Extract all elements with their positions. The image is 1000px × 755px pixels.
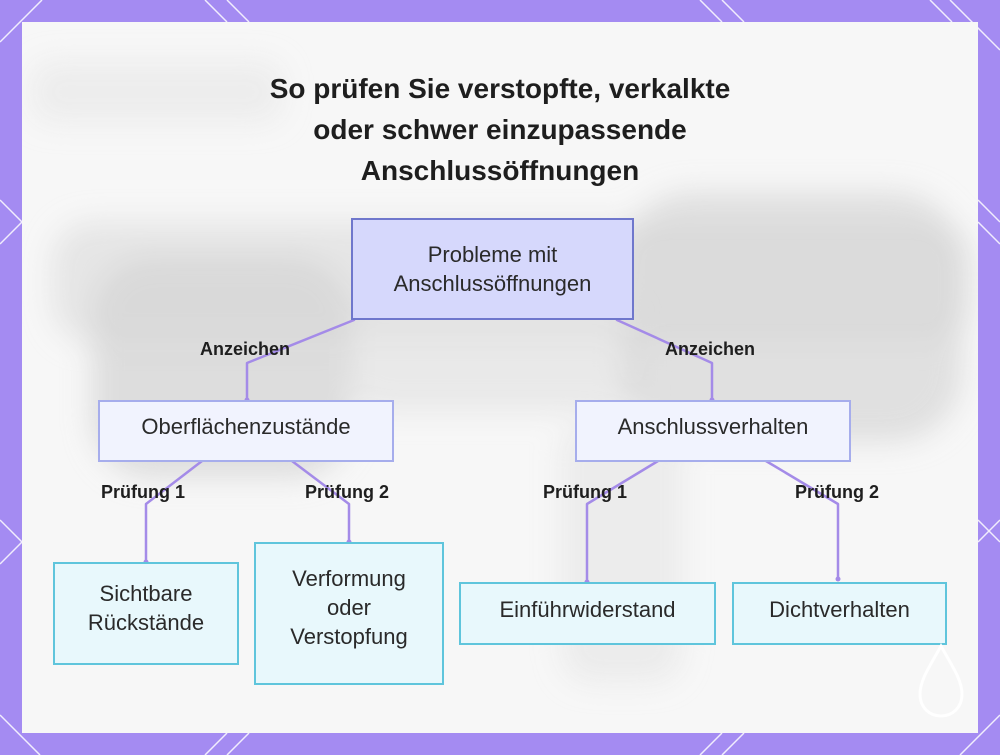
node-deformation-blockage-line-1: Verformung [292,566,406,591]
node-sealing-behavior: Dichtverhalten [732,582,947,645]
node-deformation-blockage: Verformung oder Verstopfung [254,542,444,685]
node-connection-behavior-label: Anschlussverhalten [617,414,809,439]
edge-right-leaf4 [764,459,840,581]
edge-label-left-leaf1: Prüfung 1 [101,482,185,502]
node-root-line-1: Probleme mit [427,242,558,267]
node-surface-conditions: Oberflächenzustände [98,400,394,462]
node-visible-residues-line-2: Rückstände [87,609,205,635]
connector-lines [143,318,841,585]
node-visible-residues-line-1: Sichtbare [99,580,193,606]
node-insertion-resistance: Einführwiderstand [459,582,716,645]
edge-label-right-leaf4: Prüfung 2 [795,482,879,502]
node-deformation-blockage-line-3: Verstopfung [290,624,408,649]
edge-root-left [245,318,356,402]
node-root: Probleme mit Anschlussöffnungen [351,218,634,320]
watermark-drop-icon [918,642,964,718]
page-title: So prüfen Sie verstopfte, verkalkte oder… [22,68,978,191]
title-line-1: So prüfen Sie verstopfte, verkalkte [269,73,731,104]
edge-label-left-leaf2: Prüfung 2 [305,482,389,502]
node-sealing-behavior-label: Dichtverhalten [769,597,910,622]
node-deformation-blockage-line-2: oder [326,595,372,620]
node-root-line-2: Anschlussöffnungen [393,271,592,296]
node-surface-conditions-label: Oberflächenzustände [141,414,351,439]
edge-left-leaf2 [290,459,351,544]
title-line-3: Anschlussöffnungen [360,155,640,186]
edge-left-leaf1 [144,459,204,564]
node-connection-behavior: Anschlussverhalten [575,400,851,462]
edge-label-root-left: Anzeichen [199,339,291,359]
node-visible-residues: Sichtbare Rückstände [53,562,239,665]
edge-right-leaf3 [585,459,660,584]
node-insertion-resistance-label: Einführwiderstand [499,597,676,622]
edge-root-right [615,318,714,402]
title-line-2: oder schwer einzupassende [313,114,687,145]
edge-label-root-right: Anzeichen [664,339,756,359]
edge-label-right-leaf3: Prüfung 1 [543,482,627,502]
diagram-panel: So prüfen Sie verstopfte, verkalkte oder… [22,22,978,733]
